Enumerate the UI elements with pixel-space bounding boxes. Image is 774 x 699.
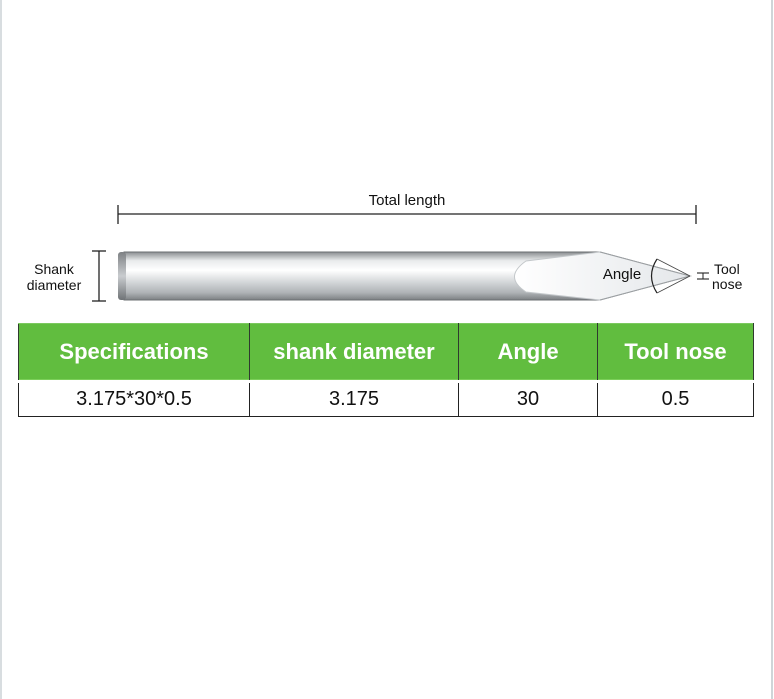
specification-table: Specifications shank diameter Angle Tool…	[18, 323, 754, 417]
engraving-bit-diagram: Total length Shank diameter Angle	[27, 192, 743, 302]
bit-upper-edge	[599, 251, 691, 277]
header-specifications: Specifications	[18, 323, 250, 383]
engraving-bit	[118, 251, 692, 301]
shank-diameter-dimension: Shank diameter	[27, 250, 106, 302]
bit-lower-edge	[599, 275, 691, 301]
angle-annotation: Angle	[603, 258, 691, 294]
left-edge-line	[0, 0, 2, 699]
tool-nose-label-line1: Tool	[714, 261, 740, 277]
shank-diameter-label-line1: Shank	[34, 261, 75, 277]
table-header-row: Specifications shank diameter Angle Tool…	[18, 323, 754, 383]
angle-label: Angle	[603, 266, 641, 283]
cell-shank-diameter: 3.175	[249, 380, 459, 417]
total-length-dimension: Total length	[117, 192, 697, 224]
angle-arc	[650, 258, 658, 294]
cell-specifications: 3.175*30*0.5	[18, 380, 250, 417]
tool-nose-label-line2: nose	[712, 276, 743, 292]
cell-tool-nose: 0.5	[597, 380, 754, 417]
header-angle: Angle	[458, 323, 598, 383]
angle-ray-bottom	[656, 275, 691, 294]
right-edge-line	[771, 0, 773, 699]
header-tool-nose: Tool nose	[597, 323, 754, 383]
shank-diameter-label-line2: diameter	[27, 277, 82, 293]
table-row: 3.175*30*0.5 3.175 30 0.5	[18, 380, 754, 417]
tool-nose-annotation: Tool nose	[697, 261, 743, 292]
total-length-label: Total length	[369, 192, 446, 209]
header-shank-diameter: shank diameter	[249, 323, 459, 383]
bit-shank-end	[118, 252, 126, 300]
angle-ray-top	[656, 258, 691, 277]
cell-angle: 30	[458, 380, 598, 417]
